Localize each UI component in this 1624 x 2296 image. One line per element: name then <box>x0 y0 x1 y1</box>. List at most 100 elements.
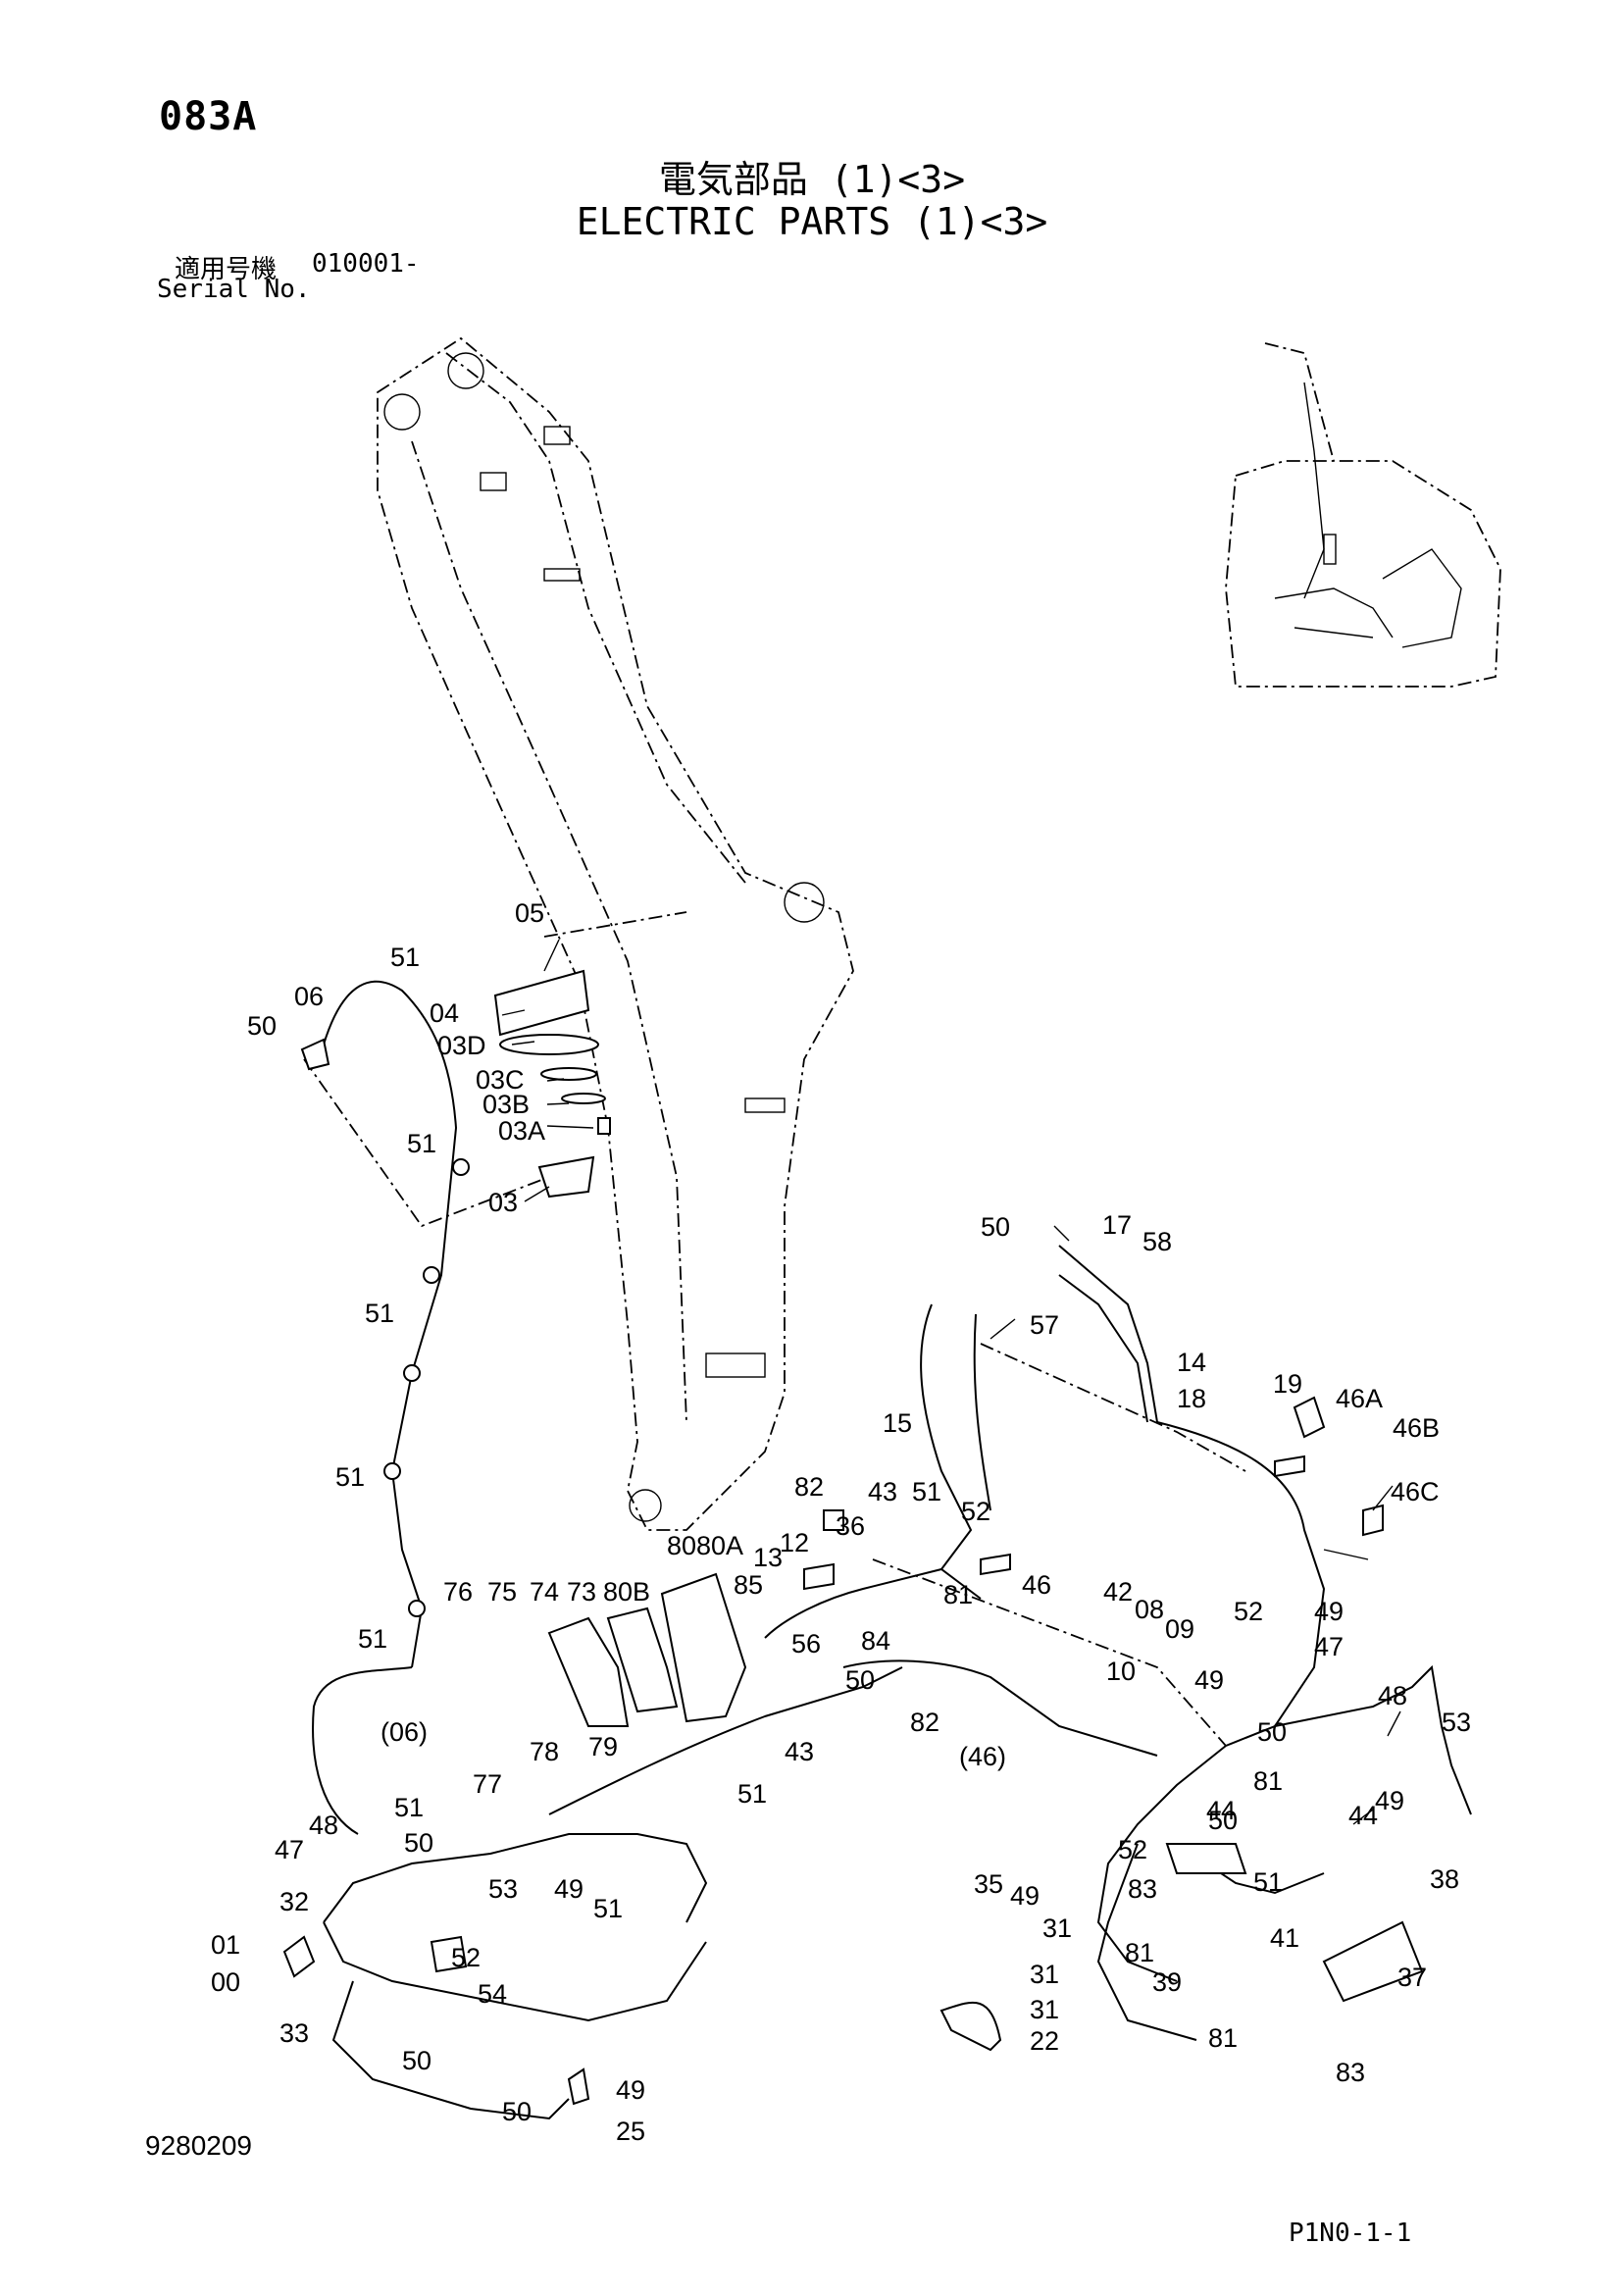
drawing-number: 9280209 <box>145 2130 253 2161</box>
switch-icon <box>282 1935 316 1978</box>
boom-bracket-icon <box>480 472 507 491</box>
callout-label: 51 <box>1253 1867 1283 1897</box>
callout-label: 46 <box>1022 1570 1051 1600</box>
clamp-icon <box>452 1158 470 1176</box>
inset-connector-icon <box>1323 534 1337 565</box>
leader-lines <box>501 939 1401 1825</box>
light-seal-icon <box>561 1093 606 1104</box>
boom-bracket-icon <box>705 1352 766 1378</box>
callout-label: 74 <box>530 1577 559 1607</box>
callout-label: 31 <box>1042 1913 1072 1943</box>
callout-label: 49 <box>1194 1665 1224 1695</box>
callout-label: 22 <box>1030 2026 1059 2056</box>
center-harness <box>547 1245 1246 1815</box>
callout-label: 51 <box>407 1129 436 1158</box>
callout-label: 50 <box>1208 1806 1238 1835</box>
callout-label: 83 <box>1128 1874 1157 1904</box>
callout-label: 12 <box>780 1528 809 1557</box>
clamp-icon <box>408 1600 426 1617</box>
callout-label: 77 <box>473 1769 502 1799</box>
callout-labels: 05 04 03D 03C 03B 03A 03 51 06 50 51 51 … <box>211 898 1471 2146</box>
callout-label: 06 <box>294 982 324 1011</box>
callout-label: 52 <box>451 1943 481 1972</box>
callout-label: 46B <box>1393 1413 1440 1443</box>
callout-label: 81 <box>1253 1766 1283 1796</box>
callout-label: 79 <box>588 1732 618 1761</box>
boom-harness <box>300 980 550 1835</box>
callout-label: 51 <box>358 1624 387 1654</box>
callout-label: 51 <box>737 1779 767 1809</box>
callout-label: 80A <box>696 1531 743 1560</box>
callout-label: 57 <box>1030 1310 1059 1340</box>
diagram-code: 083A <box>159 94 258 139</box>
boom-foot-pin-icon <box>447 352 484 389</box>
callout-label: 03 <box>488 1188 518 1217</box>
machine-location-inset <box>1225 342 1501 688</box>
callout-label: 49 <box>616 2075 645 2105</box>
callout-label: 51 <box>335 1462 365 1492</box>
callout-label: 42 <box>1103 1577 1133 1607</box>
clip-icon <box>803 1562 835 1591</box>
callout-label: 13 <box>753 1543 783 1572</box>
serial-label-english: Serial No. <box>157 275 311 304</box>
callout-label: 33 <box>279 2018 309 2048</box>
light-housing-icon <box>493 969 590 1037</box>
callout-label: 53 <box>488 1874 518 1904</box>
callout-label: 35 <box>974 1869 1003 1899</box>
callout-label: 41 <box>1270 1923 1299 1953</box>
callout-label: 49 <box>1375 1786 1404 1815</box>
callout-label: 81 <box>943 1580 973 1609</box>
callout-label: 03D <box>437 1031 486 1060</box>
callout-label: 52 <box>961 1497 990 1526</box>
callout-label: 48 <box>1378 1681 1407 1710</box>
callout-label: 47 <box>275 1835 304 1864</box>
cover-icon <box>606 1607 679 1713</box>
boom-outline <box>377 336 854 1531</box>
callout-label: 54 <box>478 1979 507 2009</box>
callout-label: 50 <box>845 1665 875 1695</box>
callout-label: 03A <box>498 1116 545 1146</box>
callout-label: 18 <box>1177 1384 1206 1413</box>
callout-label: 51 <box>394 1793 424 1822</box>
callout-label: 44 <box>1206 1796 1236 1825</box>
callout-label: 84 <box>861 1626 890 1656</box>
light-socket-icon <box>537 1155 595 1199</box>
callout-label: 78 <box>530 1737 559 1766</box>
callout-label: 49 <box>1314 1597 1344 1626</box>
callout-label: 03C <box>476 1065 525 1095</box>
callout-label: 03B <box>482 1090 530 1119</box>
boom-cylinder-pin-icon <box>784 882 825 923</box>
plate-icon <box>1322 1920 1424 2003</box>
sensor-icon <box>567 2067 590 2106</box>
connector-icon <box>1293 1396 1326 1439</box>
callout-label: 09 <box>1165 1614 1194 1644</box>
callout-label: 37 <box>1397 1963 1427 1992</box>
callout-label: 80B <box>603 1577 650 1607</box>
callout-label: 25 <box>616 2117 645 2146</box>
light-lens-icon <box>499 1034 599 1055</box>
callout-label: 00 <box>211 1967 240 1997</box>
callout-label: 49 <box>554 1874 584 1904</box>
callout-label: 47 <box>1314 1632 1344 1661</box>
callout-label: 52 <box>1234 1597 1263 1626</box>
callout-label: 08 <box>1135 1595 1164 1624</box>
callout-label: 81 <box>1125 1938 1154 1967</box>
callout-label: 15 <box>883 1408 912 1438</box>
connector-icon <box>430 1935 468 1973</box>
callout-label: 76 <box>443 1577 473 1607</box>
frame-harness <box>282 1833 1002 2120</box>
boom-foot-pin-icon <box>383 393 421 431</box>
clamp-icon <box>423 1266 440 1284</box>
callout-label: 50 <box>502 2097 532 2126</box>
light-bulb-icon <box>597 1117 611 1135</box>
callout-label: 50 <box>247 1011 277 1041</box>
sensor-icon <box>300 1038 330 1071</box>
callout-label: 83 <box>1336 2058 1365 2087</box>
title-japanese: 電気部品 (1)<3> <box>658 158 966 201</box>
callout-label: 10 <box>1106 1657 1136 1686</box>
callout-label: 75 <box>487 1577 517 1607</box>
callout-label: 51 <box>390 943 420 972</box>
callout-label: 82 <box>910 1708 939 1737</box>
boom-bracket-icon <box>543 426 571 445</box>
